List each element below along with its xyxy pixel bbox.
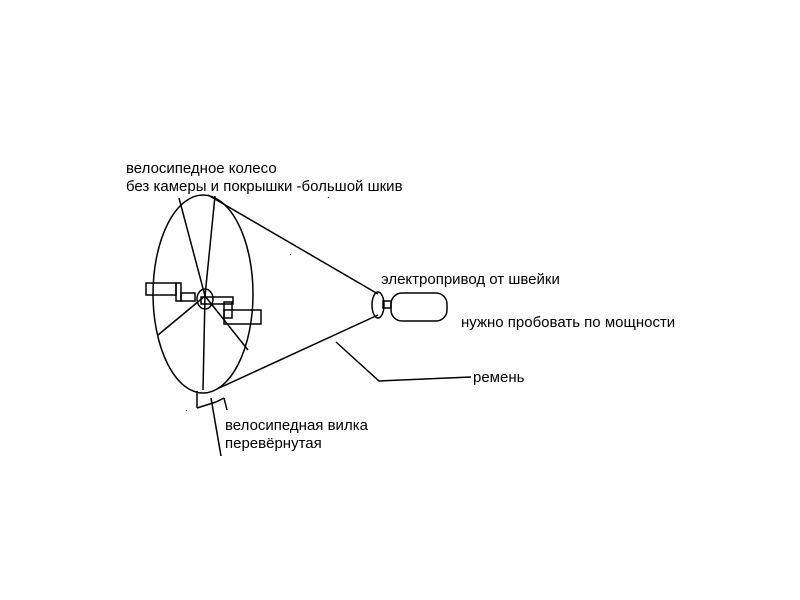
- fork-label-line2: перевёрнутая: [225, 435, 322, 452]
- motor-pulley: [371, 291, 385, 319]
- wheel-rim: [152, 194, 254, 394]
- axle-left: [145, 282, 196, 302]
- belt-leader-line: [335, 341, 472, 382]
- wheel-spokes: [157, 195, 249, 391]
- fork-label-line1: велосипедная вилка: [225, 417, 368, 434]
- wheel-hub: [196, 288, 214, 310]
- motor-label: электропривод от швейки: [381, 271, 560, 288]
- power-note-label: нужно пробовать по мощности: [461, 314, 676, 331]
- wheel-label-line1: велосипедное колесо: [126, 160, 277, 177]
- stray-dots: [185, 196, 330, 412]
- belt-label: ремень: [473, 369, 525, 386]
- drive-belt: [207, 194, 379, 390]
- motor-body: [390, 292, 448, 322]
- fork: [196, 391, 228, 457]
- axle-right: [200, 296, 262, 325]
- wheel-label-line2: без камеры и покрышки -большой шкив: [126, 178, 403, 195]
